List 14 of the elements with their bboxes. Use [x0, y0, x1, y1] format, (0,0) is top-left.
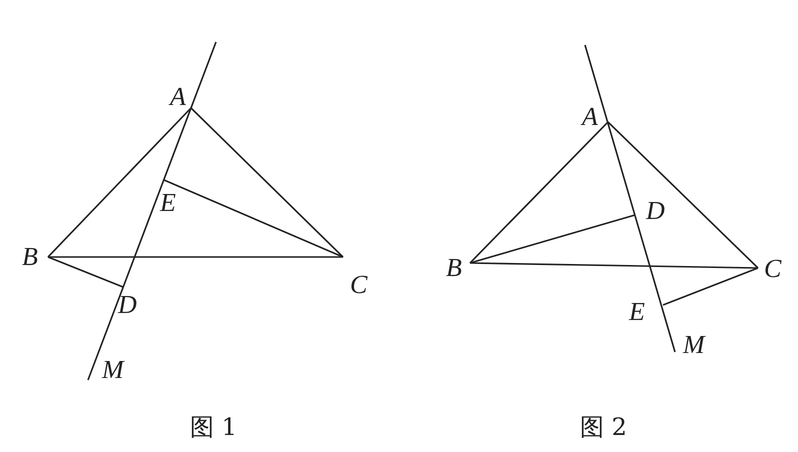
point-label: M [683, 332, 705, 358]
figure-caption: 图 2 [580, 414, 627, 440]
point-label: A [582, 104, 598, 130]
point-label: E [160, 190, 176, 216]
point-label: D [646, 198, 665, 224]
point-label: B [446, 255, 462, 281]
point-label: A [170, 84, 186, 110]
point-label: M [102, 357, 124, 383]
point-label: B [22, 244, 38, 270]
figure-caption: 图 1 [190, 414, 237, 440]
point-label: E [629, 299, 645, 325]
point-label: C [764, 256, 782, 282]
point-label: D [118, 292, 137, 318]
point-label: C [350, 272, 368, 298]
